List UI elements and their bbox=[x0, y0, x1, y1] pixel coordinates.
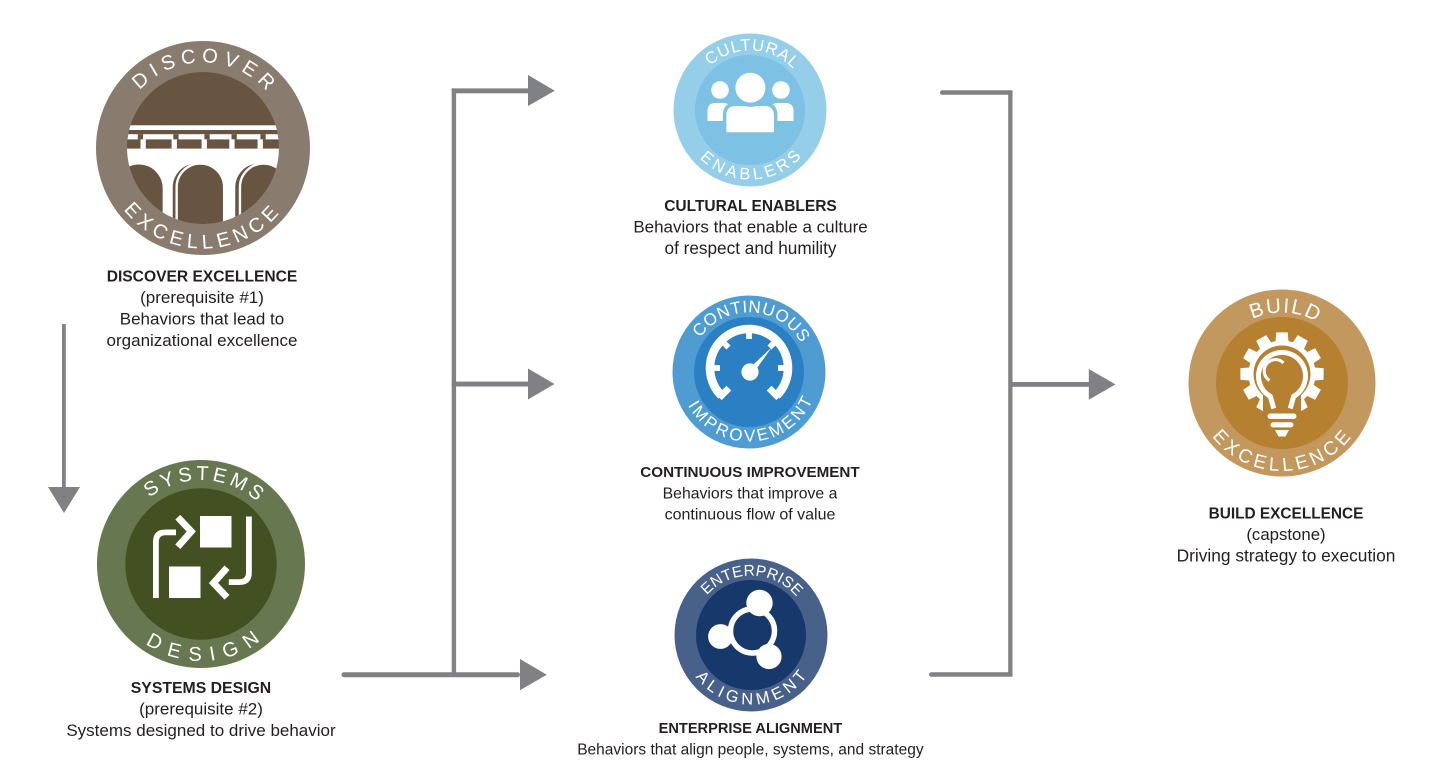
svg-text:Behaviors that enable a cultur: Behaviors that enable a culture bbox=[633, 218, 867, 237]
svg-text:organizational excellence: organizational excellence bbox=[107, 331, 298, 350]
svg-text:Systems designed to drive beha: Systems designed to drive behavior bbox=[66, 721, 336, 740]
svg-text:(capstone): (capstone) bbox=[1246, 525, 1325, 544]
svg-text:BUILD EXCELLENCE: BUILD EXCELLENCE bbox=[1209, 506, 1364, 523]
svg-text:SYSTEMS DESIGN: SYSTEMS DESIGN bbox=[131, 680, 271, 697]
svg-text:continuous flow of value: continuous flow of value bbox=[665, 507, 836, 524]
svg-text:(prerequisite #2): (prerequisite #2) bbox=[139, 699, 263, 718]
svg-text:Behaviors that align people, s: Behaviors that align people, systems, an… bbox=[577, 742, 924, 759]
svg-text:ENTERPRISE ALIGNMENT: ENTERPRISE ALIGNMENT bbox=[659, 721, 843, 737]
svg-text:CULTURAL ENABLERS: CULTURAL ENABLERS bbox=[664, 198, 837, 215]
svg-text:of respect and humility: of respect and humility bbox=[665, 238, 837, 258]
svg-text:(prerequisite #1): (prerequisite #1) bbox=[140, 288, 264, 307]
svg-text:CONTINUOUS IMPROVEMENT: CONTINUOUS IMPROVEMENT bbox=[640, 464, 860, 481]
svg-text:Behaviors that lead to: Behaviors that lead to bbox=[120, 309, 284, 328]
svg-text:Behaviors that improve a: Behaviors that improve a bbox=[663, 485, 838, 502]
svg-text:DISCOVER EXCELLENCE: DISCOVER EXCELLENCE bbox=[107, 269, 298, 286]
svg-text:Driving strategy to execution: Driving strategy to execution bbox=[1177, 546, 1396, 566]
